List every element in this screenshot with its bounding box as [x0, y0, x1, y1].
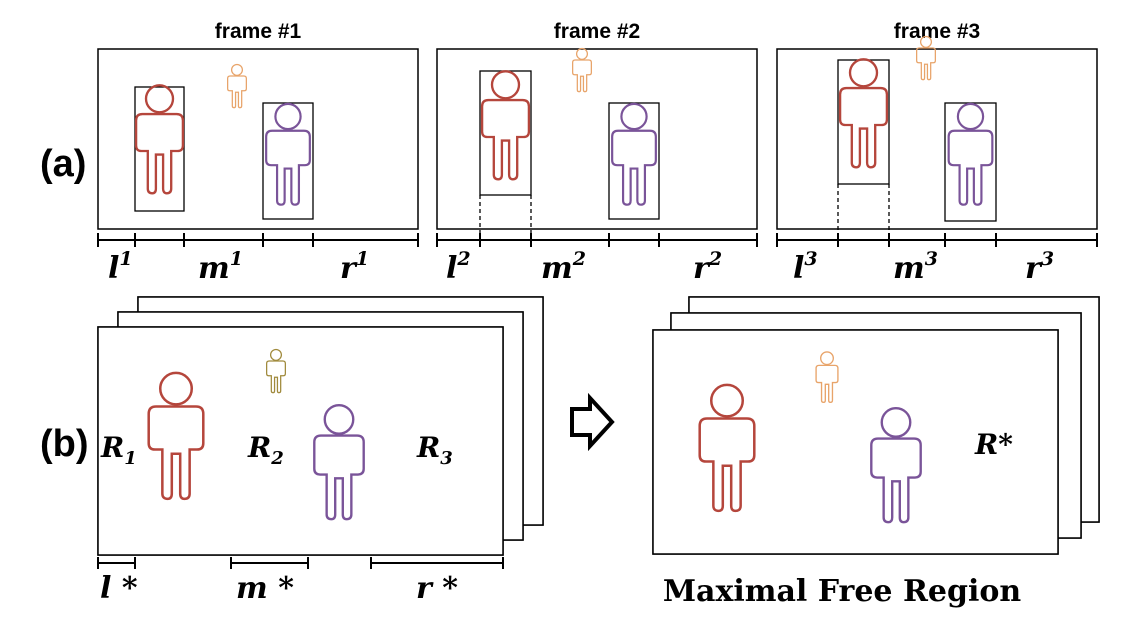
- segment-l-star-label: l *: [100, 571, 138, 606]
- frame-1-box: [97, 48, 419, 230]
- panel-b-segments: l * m * r *: [97, 557, 504, 606]
- frame-1-red-bbox: [134, 86, 185, 212]
- frame-1-title: frame #1: [215, 20, 302, 43]
- frame-2-title: frame #2: [554, 20, 640, 43]
- frame-3: frame #3 l3 m3 r3: [776, 20, 1098, 286]
- frame-1-l-label: l1: [108, 248, 133, 286]
- frame-3-r-label: r3: [1025, 248, 1054, 286]
- stacked-frames: R1 R2 R3: [97, 296, 544, 556]
- frame-2: frame #2 l2 m2 r2: [436, 20, 758, 286]
- frame-1-m-label: m1: [198, 248, 243, 286]
- frame-2-r-label: r2: [693, 248, 722, 286]
- frame-2-m-label: m2: [541, 248, 586, 286]
- frame-3-title: frame #3: [894, 20, 980, 43]
- result-caption: Maximal Free Region: [663, 574, 1022, 609]
- region-r3-label: R3: [416, 431, 453, 469]
- frame-1: frame #1 l1 m1 r1: [97, 20, 419, 286]
- region-r1-label: R1: [100, 431, 137, 469]
- region-r-star-label: R*: [974, 428, 1013, 461]
- arrow-right-icon: [570, 392, 615, 452]
- frame-2-l-label: l2: [446, 248, 471, 286]
- region-r2-label: R2: [247, 431, 284, 469]
- frame-3-m-label: m3: [893, 248, 938, 286]
- panel-b-label: (b): [40, 423, 89, 465]
- panel-a-label: (a): [40, 143, 86, 185]
- frame-3-box: [776, 48, 1098, 230]
- frame-3-l-label: l3: [793, 248, 818, 286]
- segment-r-star-label: r *: [416, 571, 458, 606]
- frame-2-box: [436, 48, 758, 230]
- result-frames: R*: [652, 296, 1100, 555]
- frame-1-r-label: r1: [340, 248, 369, 286]
- segment-m-star-label: m *: [236, 571, 294, 606]
